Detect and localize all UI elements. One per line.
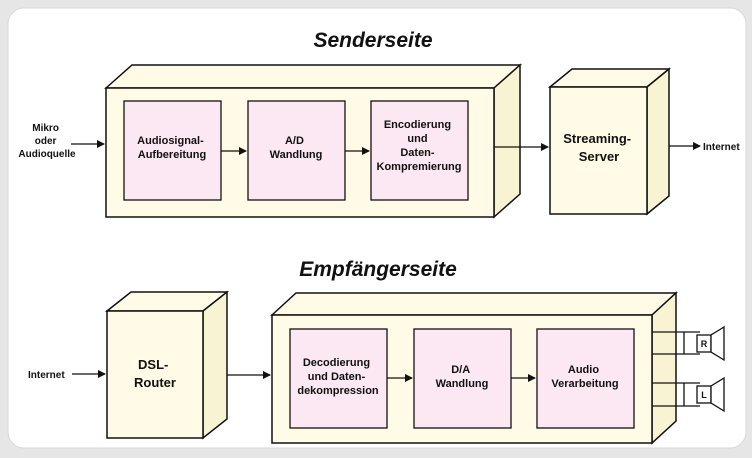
dsl-router-box <box>104 290 230 440</box>
sender-input-label: Mikro oder Audioquelle <box>18 123 76 160</box>
audiosignal-block <box>123 100 222 201</box>
receiver-title: Empfängerseite <box>299 258 457 281</box>
speaker-right-label: R <box>701 339 708 349</box>
streaming-server-label: Streaming- Server <box>563 131 635 164</box>
dsl-router-label: DSL- Router <box>134 357 176 390</box>
streaming-server-box <box>547 67 672 216</box>
ad-conversion-block <box>247 100 346 201</box>
audio-processing-label: Audio Verarbeitung <box>551 364 618 390</box>
da-conversion-block <box>413 328 512 429</box>
audio-processing-block <box>536 328 635 429</box>
sender-output-label: Internet <box>703 142 740 153</box>
decoding-label: Decodierung und Daten- dekompression <box>297 357 379 397</box>
sender-title: Senderseite <box>313 29 432 52</box>
da-conversion-label: D/A Wandlung <box>436 364 489 390</box>
speaker-left-label: L <box>701 390 707 400</box>
decoding-block <box>289 328 388 429</box>
encoding-block <box>370 100 469 201</box>
speaker-right: R <box>652 325 725 362</box>
audiosignal-label: Audiosignal- Aufbereitung <box>137 135 207 161</box>
encoding-label: Encodierung und Daten- Kompremierung <box>377 119 462 173</box>
speaker-left: L <box>652 376 725 413</box>
ad-conversion-label: A/D Wandlung <box>270 135 323 161</box>
receiver-input-label: Internet <box>28 370 65 381</box>
